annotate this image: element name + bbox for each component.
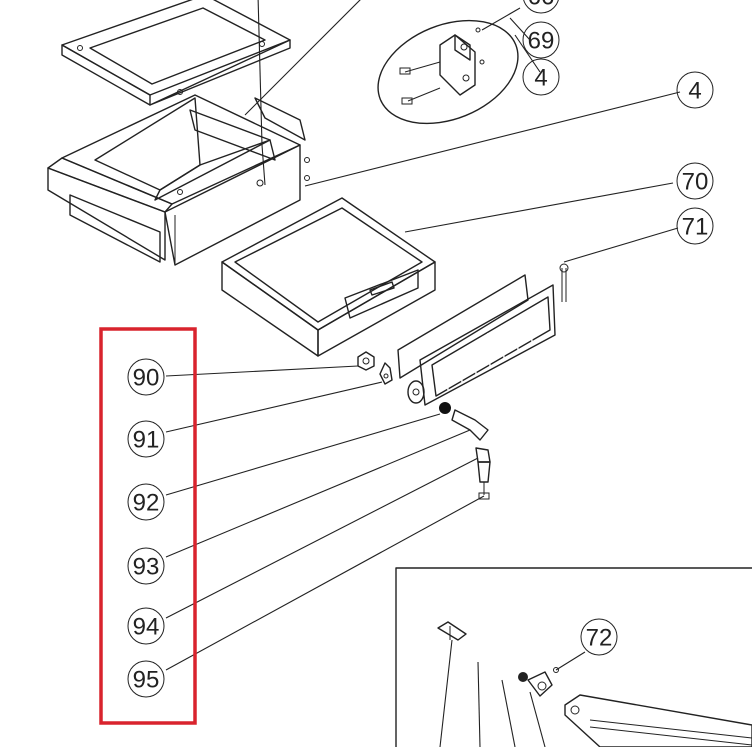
highlight-box <box>99 327 197 725</box>
callout-66: 66 <box>523 0 559 14</box>
callout-95: 95 <box>127 660 165 698</box>
svg-text:69: 69 <box>528 28 555 55</box>
detail-inset <box>395 567 752 747</box>
hinge-detail <box>377 7 541 125</box>
svg-text:94: 94 <box>133 614 160 641</box>
svg-text:70: 70 <box>682 169 709 196</box>
svg-text:92: 92 <box>133 490 160 517</box>
callout-93: 93 <box>127 547 165 585</box>
svg-text:4: 4 <box>688 78 701 105</box>
svg-text:93: 93 <box>133 554 160 581</box>
callout-71: 71 <box>676 207 714 245</box>
callout-70: 70 <box>676 162 714 200</box>
callout-72: 72 <box>580 618 618 656</box>
svg-text:95: 95 <box>133 667 160 694</box>
drawer-tray <box>221 91 681 357</box>
callout-4-right: 4 <box>676 71 714 109</box>
svg-text:72: 72 <box>586 625 613 652</box>
callout-92: 92 <box>127 483 165 521</box>
small-parts <box>357 351 491 500</box>
callout-91: 91 <box>127 420 165 458</box>
svg-text:71: 71 <box>682 214 709 241</box>
svg-text:66: 66 <box>528 0 555 11</box>
svg-text:4: 4 <box>534 65 547 92</box>
highlighted-leaders <box>165 365 485 671</box>
callout-90: 90 <box>127 358 165 396</box>
svg-text:91: 91 <box>133 427 160 454</box>
lid-frame <box>61 0 291 186</box>
callout-4-hinge: 4 <box>522 58 560 96</box>
housing <box>47 0 361 266</box>
callout-94: 94 <box>127 607 165 645</box>
callout-69: 69 <box>522 21 560 59</box>
heater-element <box>397 227 679 406</box>
svg-text:90: 90 <box>133 365 160 392</box>
